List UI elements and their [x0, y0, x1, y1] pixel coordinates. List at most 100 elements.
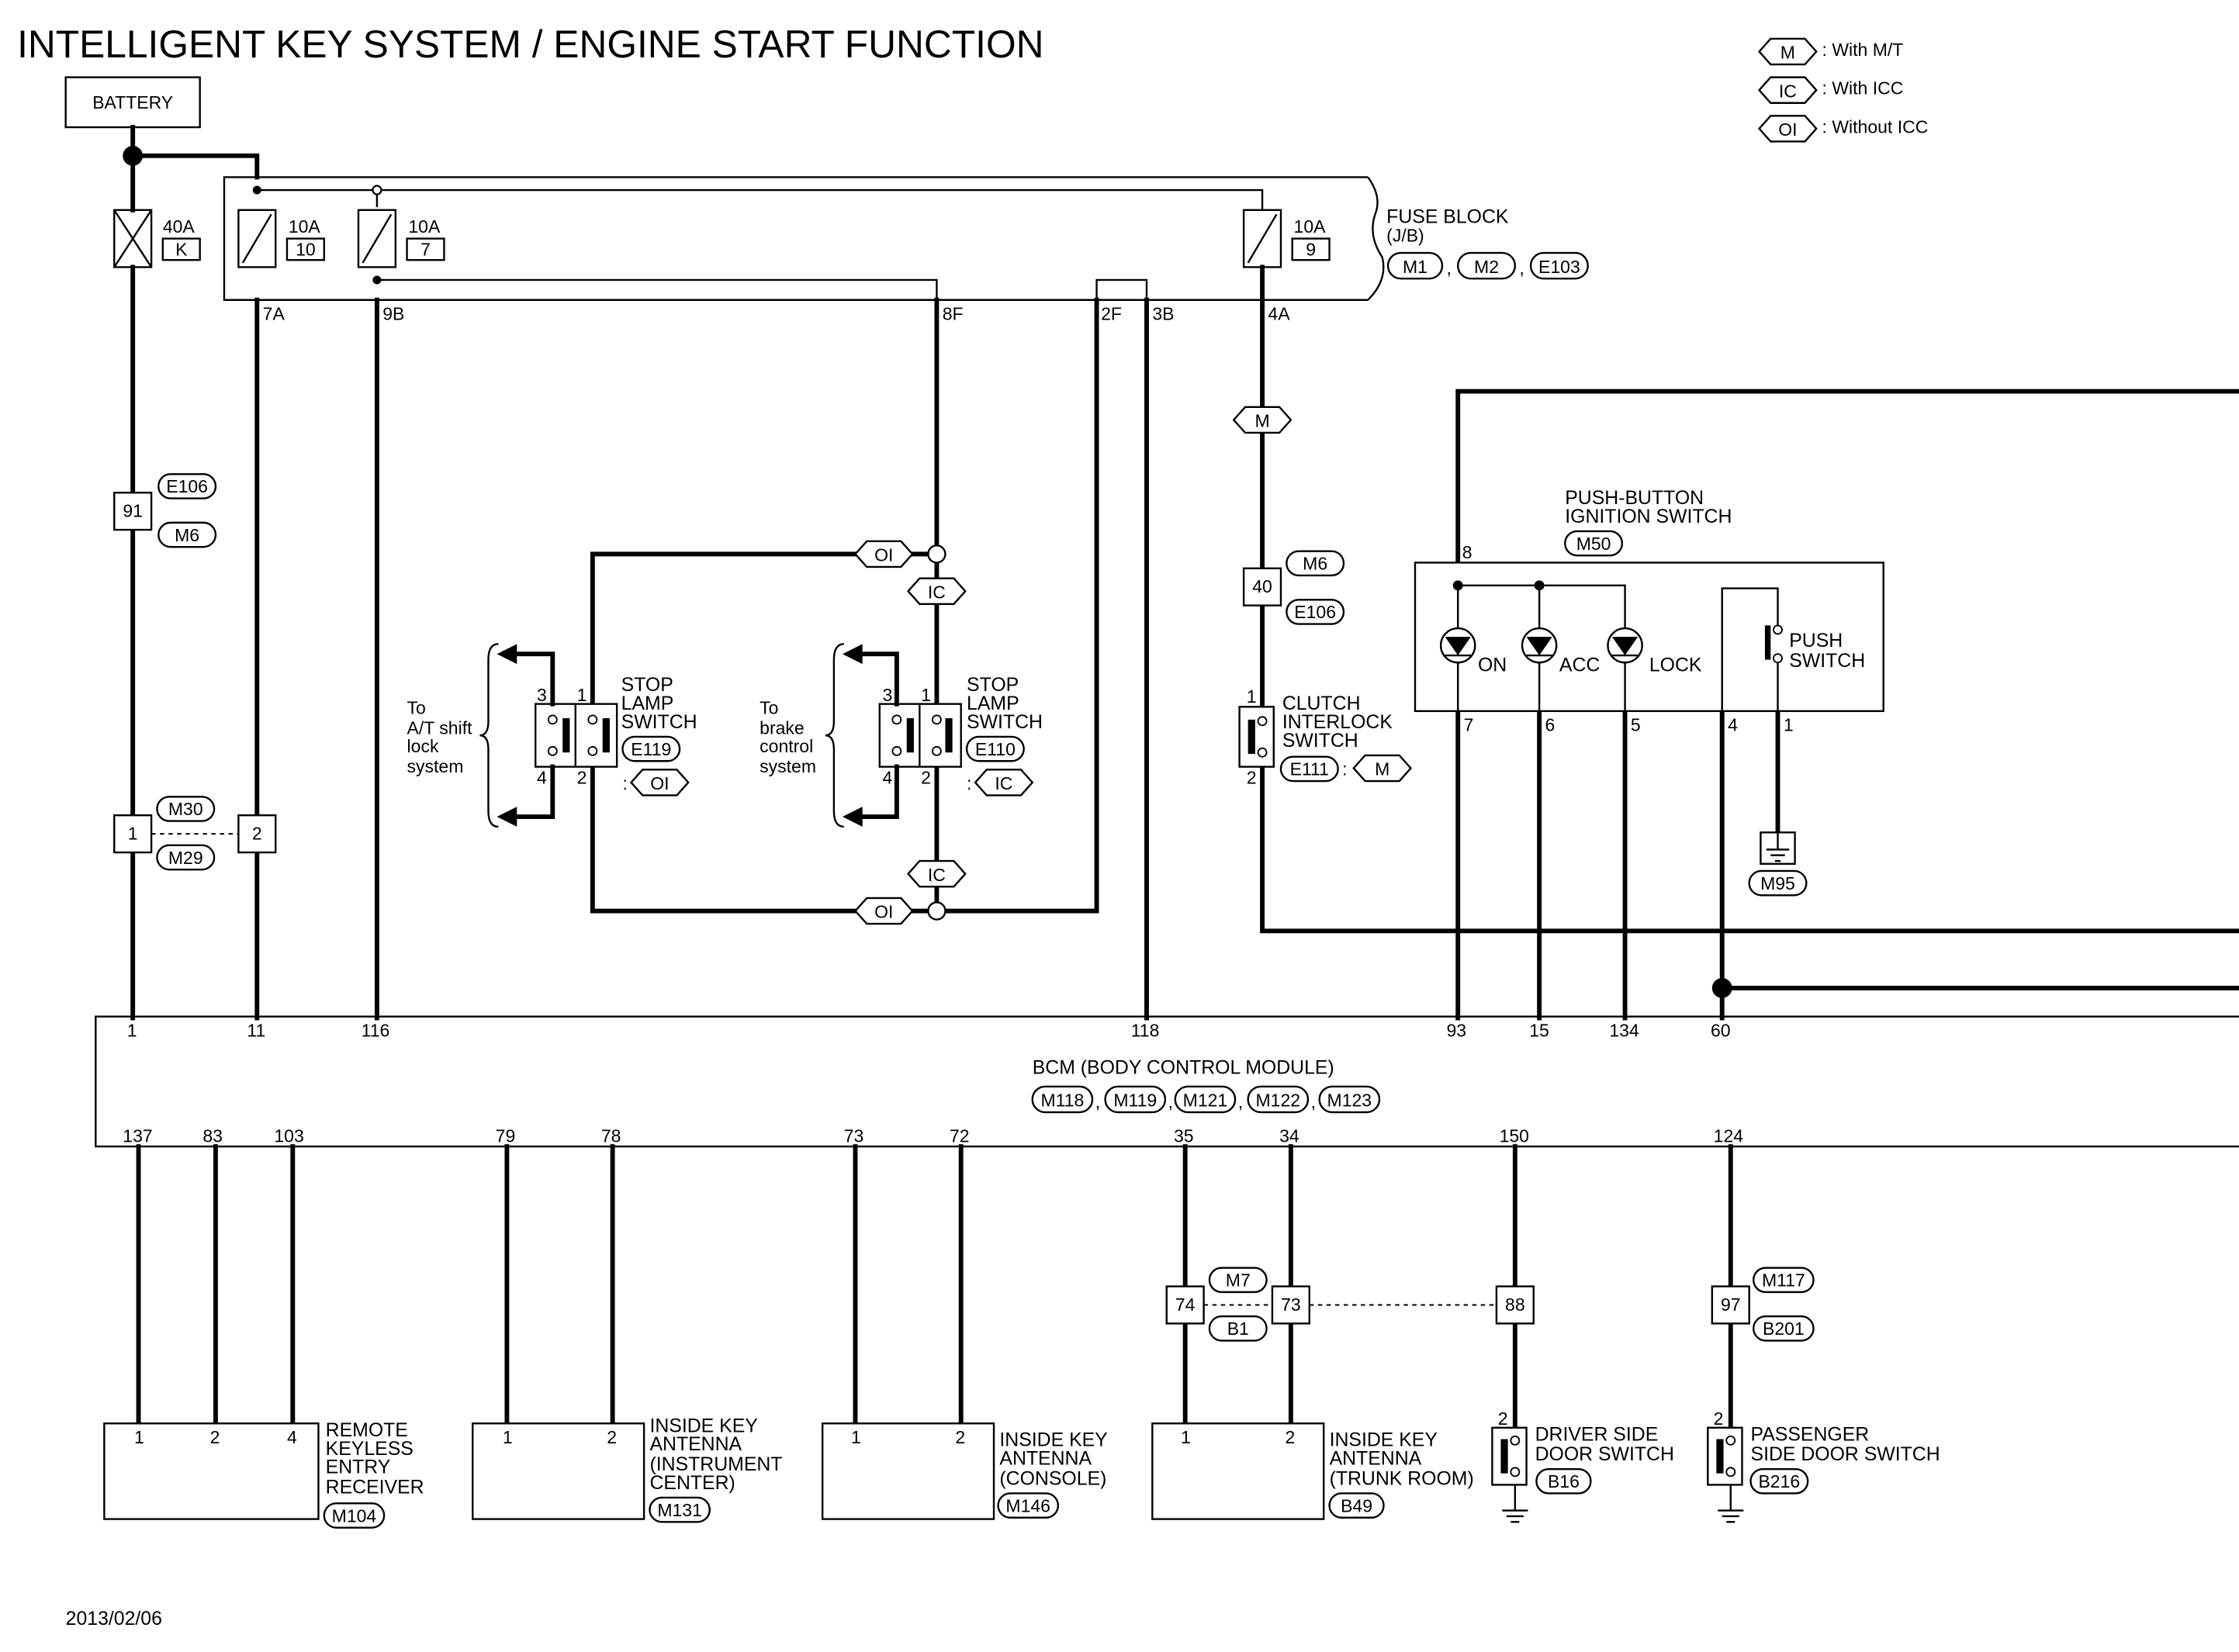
fuse-block-bus-8f	[376, 278, 938, 300]
fuse-pin-2f: 2F	[1101, 304, 1122, 324]
clutch-cond-label: M	[1375, 759, 1389, 779]
fuse-block-label: FUSE BLOCK	[1386, 206, 1509, 227]
fuse-pin-9b: 9B	[382, 304, 404, 324]
wire-pbsw-8	[1455, 389, 2239, 588]
junction-bottom	[927, 901, 946, 921]
legend: M : With M/T IC : With ICC OI : Without …	[1757, 37, 1928, 143]
ant-tr-line-2: ANTENNA	[1330, 1449, 1422, 1470]
ant-co-line-2: ANTENNA	[999, 1449, 1092, 1470]
e110-label-1: STOP	[967, 675, 1019, 696]
conn-m30-pin1-label: 1	[128, 823, 138, 843]
fuse-block-outline	[223, 176, 1369, 301]
conn-m117-tag	[1753, 1267, 1815, 1294]
colon: :	[622, 773, 627, 793]
junction-top	[927, 544, 946, 564]
conn-m29-tag	[156, 844, 216, 871]
led-on-icon	[1439, 585, 1476, 711]
pbsw-label-1: PUSH-BUTTON	[1565, 488, 1704, 509]
wire-battery-bus	[130, 153, 260, 180]
conn-m29-label: M29	[168, 848, 203, 868]
pbsw-conn-tag	[1564, 530, 1624, 557]
rker-conn-tag	[323, 1502, 386, 1529]
legend-text-ic: : With ICC	[1822, 78, 1904, 98]
ground-m95-icon	[1760, 831, 1796, 865]
led-on-label: ON	[1478, 655, 1507, 676]
e119-pin-3: 3	[537, 685, 547, 705]
conn-40-e106-tag	[1286, 599, 1345, 625]
junction-60	[1711, 978, 1732, 998]
e110-to-3: control	[760, 736, 813, 756]
ant-ic-line-4: CENTER)	[649, 1473, 735, 1494]
pas-line-2: SIDE DOOR SWITCH	[1751, 1444, 1940, 1465]
conn-m30-tag	[156, 796, 216, 822]
e119-to-4: system	[407, 756, 464, 776]
conn-m30-pin2	[237, 814, 277, 854]
fuse-pin-8f: 8F	[943, 304, 964, 324]
e110-cond-tag	[974, 769, 1034, 797]
bcm-conn-m121-label: M121	[1183, 1090, 1228, 1111]
diagram-date: 2013/02/06	[66, 1609, 162, 1630]
ant-co-conn-label: M146	[1005, 1495, 1050, 1515]
conn-e106-tag	[157, 473, 217, 499]
e110-pin-3: 3	[882, 685, 892, 705]
ant-ic-pin-1: 1	[503, 1427, 513, 1447]
remote-keyless-entry-receiver	[103, 1422, 320, 1520]
e119-label-1: STOP	[621, 675, 673, 696]
pas-conn-label: B216	[1758, 1471, 1800, 1491]
driver-door-ground-icon	[1502, 1509, 1528, 1523]
clutch-pin-2: 2	[1247, 768, 1257, 788]
tag-ic-top	[906, 577, 967, 605]
tag-oi-top	[853, 540, 914, 569]
conn-40-pin: 40	[1252, 576, 1272, 596]
led-acc-icon	[1521, 585, 1558, 711]
fuse-9-id-box	[1291, 237, 1331, 261]
clutch-wire-m-label: M	[1254, 411, 1269, 431]
e119-pin-2: 2	[577, 768, 587, 788]
drv-line-2: DOOR SWITCH	[1535, 1444, 1674, 1465]
legend-code-m: M	[1780, 43, 1795, 63]
e119-to-1: To	[407, 698, 426, 718]
conn-40	[1242, 567, 1282, 607]
comma: ,	[1095, 1092, 1100, 1112]
bcm-conn-m118	[1031, 1085, 1094, 1114]
tag-ic-bottom	[906, 859, 967, 888]
conn-97-pin: 97	[1721, 1294, 1741, 1315]
ant-ic-line-2: ANTENNA	[649, 1434, 742, 1455]
e110-conn-label: E110	[975, 739, 1016, 759]
e110-pin-4: 4	[882, 768, 892, 788]
pas-line-1: PASSENGER	[1751, 1424, 1870, 1445]
clutch-conn-tag	[1279, 755, 1339, 783]
pbsw-conn-label: M50	[1576, 534, 1611, 554]
e119-conn-tag	[621, 735, 681, 762]
conn-74	[1165, 1285, 1205, 1325]
conn-40-m6-label: M6	[1303, 554, 1327, 574]
led-lock-icon	[1607, 627, 1643, 711]
bcm-pin-134: 134	[1609, 1020, 1639, 1040]
diagram-title: INTELLIGENT KEY SYSTEM / ENGINE START FU…	[17, 22, 1043, 66]
pas-conn-tag	[1749, 1467, 1809, 1495]
comma: ,	[1168, 1092, 1173, 1112]
ant-ic-line-1: INSIDE KEY	[649, 1415, 758, 1436]
bcm-conn-m121	[1174, 1085, 1237, 1114]
ant-tr-line-1: INSIDE KEY	[1330, 1430, 1438, 1451]
fuse-pin-7a: 7A	[263, 304, 285, 324]
bcm-pin-137: 137	[123, 1126, 152, 1146]
pbsw-pin-1: 1	[1784, 715, 1794, 735]
tag-ic-bottom-label: IC	[928, 865, 946, 885]
conn-b1-tag	[1208, 1315, 1268, 1342]
e119-pin-4: 4	[537, 768, 547, 788]
conn-88-pin: 88	[1505, 1294, 1525, 1315]
conn-b201-label: B201	[1763, 1318, 1805, 1339]
fuse-40a-id: K	[175, 240, 188, 260]
ant-ic-line-3: (INSTRUMENT	[649, 1454, 782, 1475]
conn-91-pin: 91	[123, 501, 143, 521]
fuse-9-amp: 10A	[1294, 216, 1327, 237]
e119-cond-tag	[629, 769, 690, 797]
fuse-10-junction	[252, 185, 261, 195]
legend-text-m: : With M/T	[1822, 40, 1904, 60]
conn-74-pin: 74	[1175, 1294, 1196, 1315]
fuse-7-junction	[372, 275, 382, 285]
fuse-conn-m1-label: M1	[1403, 257, 1427, 277]
ant-co-line-3: (CONSOLE)	[999, 1468, 1106, 1489]
